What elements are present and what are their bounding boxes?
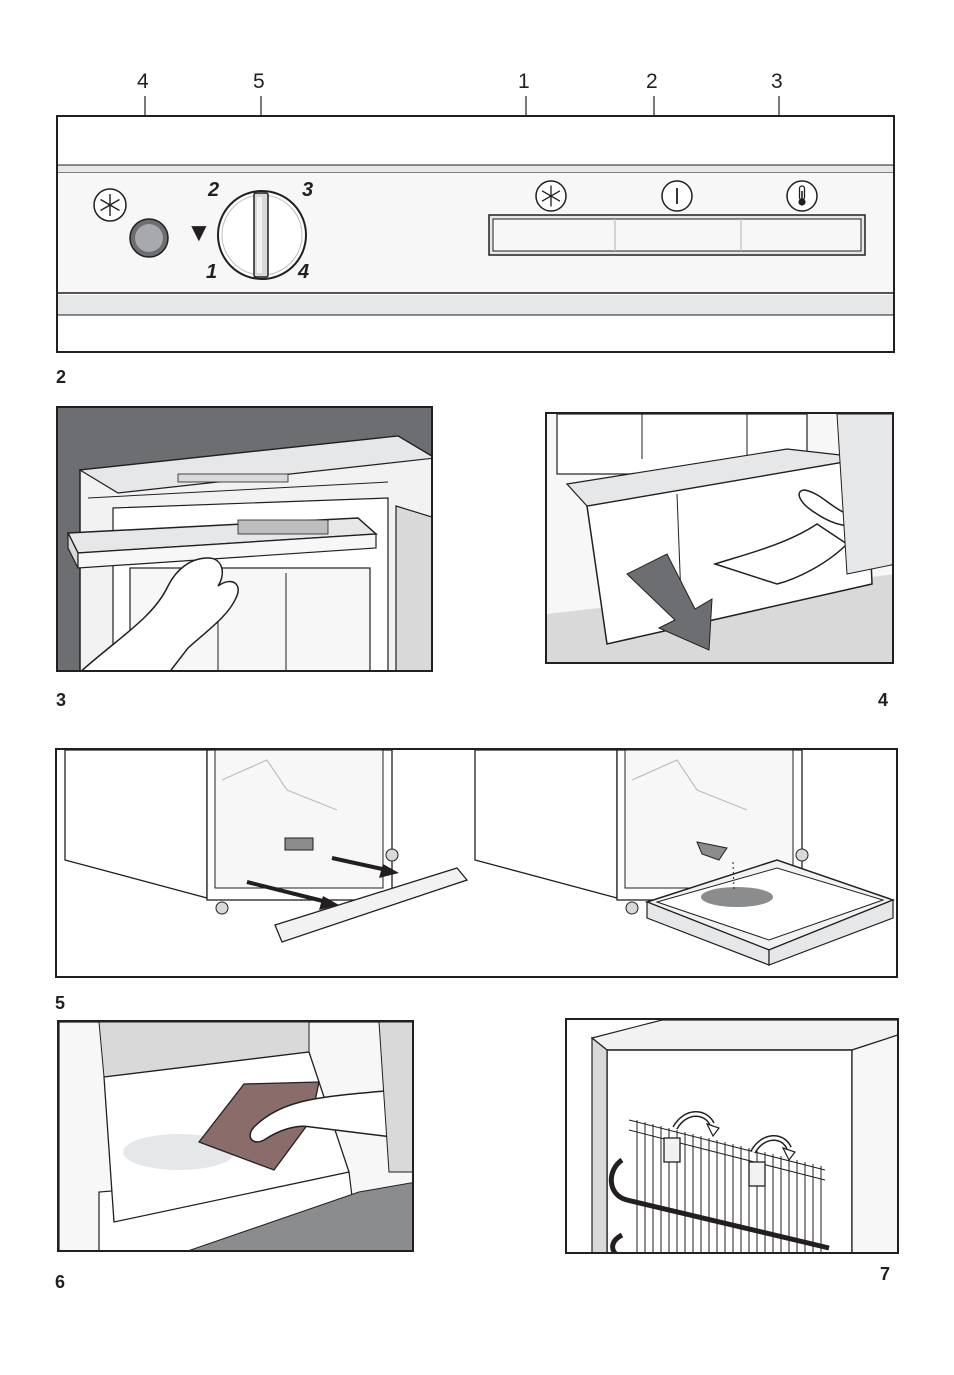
thermometer-icon: [785, 179, 819, 213]
figure-label-5: 5: [55, 993, 65, 1014]
figure-6-wiping: [57, 1020, 414, 1252]
figure-3-tray-removal: [56, 406, 433, 672]
power-icon: [660, 179, 694, 213]
figure-label-4: 4: [878, 690, 888, 711]
indicator-snowflake-icon: [534, 179, 568, 213]
figure-5-drip-tray: [55, 748, 898, 978]
snowflake-icon: [92, 187, 128, 223]
figure-4-illustration: [547, 414, 894, 664]
figure-label-2: 2: [56, 367, 66, 388]
figure-6-illustration: [59, 1022, 414, 1252]
temperature-dial[interactable]: [214, 187, 310, 283]
figure-label-7: 7: [880, 1264, 890, 1285]
figure-5-illustration: [57, 750, 898, 978]
indicator-light-strip: [488, 214, 866, 256]
figure-3-illustration: [58, 408, 433, 672]
fast-freeze-button[interactable]: [128, 217, 170, 259]
control-panel-frame: ▼ 2 3 1 4: [56, 115, 895, 353]
figure-4-drawer-removal: [545, 412, 894, 664]
dial-pointer-icon: ▼: [186, 217, 212, 247]
figure-7-condenser: [565, 1018, 899, 1254]
figure-label-6: 6: [55, 1272, 65, 1293]
figure-label-3: 3: [56, 690, 66, 711]
figure-7-illustration: [567, 1020, 899, 1254]
